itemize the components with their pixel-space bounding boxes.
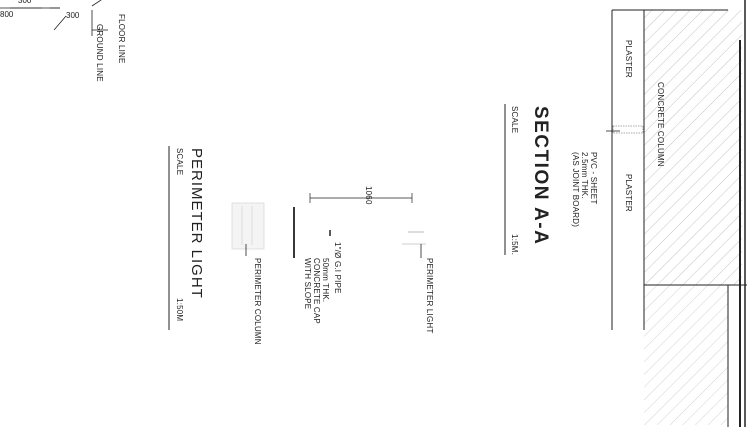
plaster-left-label: PLASTER [624,40,633,78]
gi-pipe-label: 1"/Ø G.I PIPE [333,242,342,294]
plaster-right-label: PLASTER [624,174,633,212]
ground-line-label: GROUND LINE [95,24,104,82]
pvc-sheet-label: PVC - SHEET 2.5mm THK. (AS JOINT BOARD) [571,152,598,228]
section-a-a-detail [606,0,747,427]
concrete-column-label: CONCRETE COLUMN [656,82,665,167]
section-scale-label: SCALE [510,106,519,134]
perimeter-title: PERIMETER LIGHT [188,148,205,299]
pvc-joint-board [612,125,644,134]
dim-300: 300 [66,11,80,20]
perimeter-light-body [231,202,265,250]
floor-line-detail [0,0,108,36]
perimeter-scale-label: SCALE [175,148,184,176]
concrete-cap-label: 50mm THK. CONCRETE CAP WITH SLOPE [303,258,330,324]
perimeter-light-detail [231,193,426,258]
dim-800: 800 [0,10,14,19]
perimeter-column-label: PERIMETER COLUMN [253,258,262,345]
concrete-column-hatch [644,10,742,285]
perimeter-light-callout: PERIMETER LIGHT [425,258,434,334]
dim-300-top: 300 [18,0,32,5]
perimeter-scale-value: 1:50M [175,298,184,322]
floor-line-label: FLOOR LINE [117,14,126,64]
section-scale-value: 1:5M. [510,234,519,256]
dim-1060-label: 1060 [364,186,373,205]
concrete-column-hatch-lower [644,285,728,425]
section-title: SECTION A-A [530,106,551,246]
